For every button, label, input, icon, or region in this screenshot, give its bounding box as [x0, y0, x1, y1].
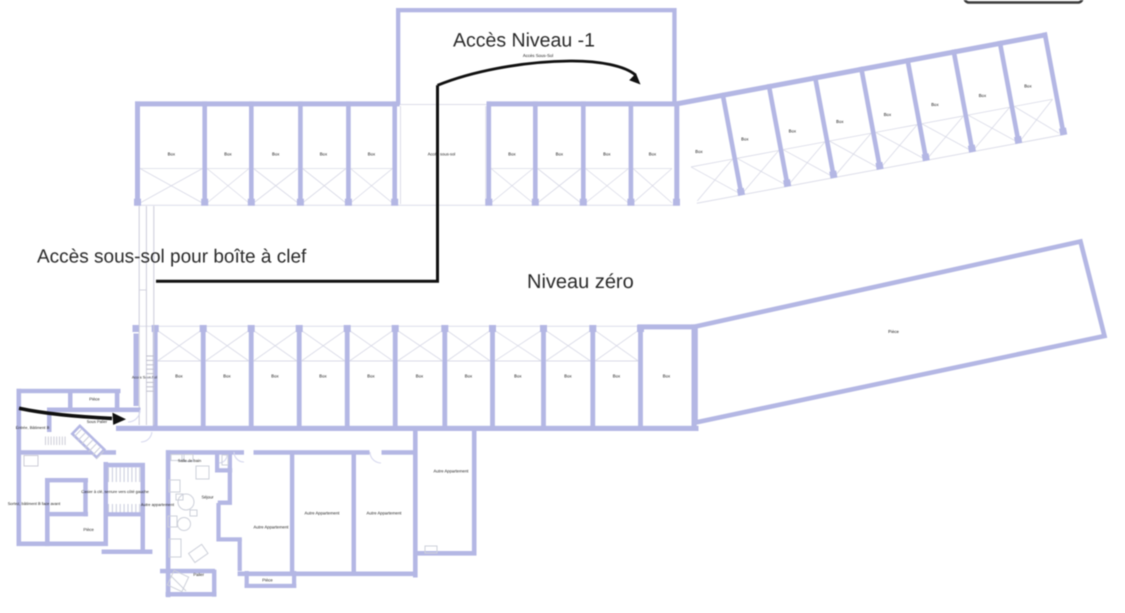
- svg-text:Accès Sous Sol: Accès Sous Sol: [132, 376, 157, 380]
- svg-text:Box: Box: [271, 374, 279, 379]
- svg-text:Box: Box: [836, 119, 844, 124]
- svg-text:Entrée, Bâtiment B: Entrée, Bâtiment B: [16, 425, 50, 430]
- svg-text:Salle de bain: Salle de bain: [178, 458, 201, 463]
- svg-text:Box: Box: [1024, 84, 1032, 89]
- svg-text:Autre Appartement: Autre Appartement: [367, 511, 403, 516]
- svg-text:Box: Box: [884, 112, 892, 117]
- svg-text:Box: Box: [272, 152, 280, 157]
- svg-text:Palier: Palier: [193, 572, 204, 577]
- svg-text:Box: Box: [931, 102, 939, 107]
- svg-text:Casier à clé, serrure vers côt: Casier à clé, serrure vers côté gauche: [81, 489, 149, 494]
- svg-text:Autre Appartement: Autre Appartement: [434, 469, 470, 474]
- svg-text:Accès sous-sol: Accès sous-sol: [428, 152, 456, 157]
- svg-text:Séjour: Séjour: [201, 495, 214, 500]
- svg-text:Box: Box: [175, 374, 183, 379]
- svg-text:Box: Box: [514, 374, 522, 379]
- svg-text:Box: Box: [663, 374, 671, 379]
- svg-text:Box: Box: [613, 374, 621, 379]
- svg-text:Autre Appartement: Autre Appartement: [305, 511, 341, 516]
- svg-text:Box: Box: [603, 152, 611, 157]
- svg-text:Box: Box: [649, 152, 657, 157]
- svg-text:Box: Box: [556, 152, 564, 157]
- svg-text:Box: Box: [367, 374, 375, 379]
- svg-text:Box: Box: [695, 149, 703, 154]
- svg-text:Pièce: Pièce: [89, 397, 100, 402]
- svg-text:Box: Box: [223, 374, 231, 379]
- svg-text:Box: Box: [224, 152, 232, 157]
- svg-text:Pièce: Pièce: [888, 329, 899, 334]
- svg-text:Box: Box: [416, 374, 424, 379]
- svg-text:Pièce: Pièce: [262, 578, 273, 583]
- svg-text:Box: Box: [741, 137, 749, 142]
- svg-text:Accès Sous-Sol: Accès Sous-Sol: [523, 53, 553, 58]
- svg-text:Box: Box: [168, 152, 176, 157]
- svg-text:Pièce: Pièce: [83, 527, 94, 532]
- svg-text:Accès sous-sol pour boîte à cl: Accès sous-sol pour boîte à clef: [37, 247, 307, 268]
- svg-text:Box: Box: [368, 152, 376, 157]
- svg-text:Box: Box: [789, 128, 797, 133]
- svg-text:Accès Niveau -1: Accès Niveau -1: [453, 30, 595, 52]
- svg-text:Box: Box: [508, 152, 516, 157]
- svg-text:Sous Palier: Sous Palier: [87, 419, 108, 424]
- svg-text:Sortez, bâtiment B face avant: Sortez, bâtiment B face avant: [8, 501, 61, 506]
- svg-text:Box: Box: [465, 374, 473, 379]
- svg-text:Autre Appartement: Autre Appartement: [254, 525, 290, 530]
- svg-text:Box: Box: [979, 93, 987, 98]
- svg-text:Box: Box: [564, 374, 572, 379]
- svg-text:Autre appartement: Autre appartement: [141, 502, 175, 507]
- svg-text:Box: Box: [319, 374, 327, 379]
- svg-text:Box: Box: [320, 152, 328, 157]
- svg-text:Niveau zéro: Niveau zéro: [527, 271, 634, 293]
